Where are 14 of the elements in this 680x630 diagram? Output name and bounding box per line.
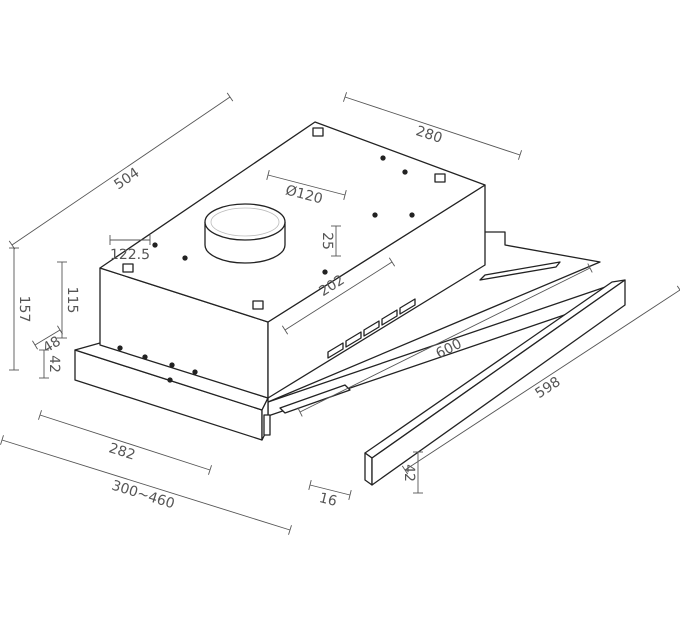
dimension-label: Ø120 bbox=[284, 183, 324, 206]
dimension-label: 48 bbox=[40, 334, 64, 356]
dimension-label: 42 bbox=[47, 355, 61, 373]
dimension-label: 42 bbox=[402, 464, 416, 482]
dimension-label: 202 bbox=[317, 272, 348, 299]
dimension-label: 280 bbox=[414, 124, 444, 146]
dimension-label: 600 bbox=[434, 336, 465, 362]
dimension-label: 504 bbox=[112, 166, 142, 193]
dimension-label: 115 bbox=[65, 286, 79, 314]
dimension-label: 25 bbox=[320, 232, 334, 250]
dimension-label: 282 bbox=[107, 441, 137, 463]
dimension-label: 16 bbox=[317, 490, 338, 509]
dimension-label: 598 bbox=[532, 375, 563, 402]
dimension-label: 157 bbox=[17, 296, 31, 322]
